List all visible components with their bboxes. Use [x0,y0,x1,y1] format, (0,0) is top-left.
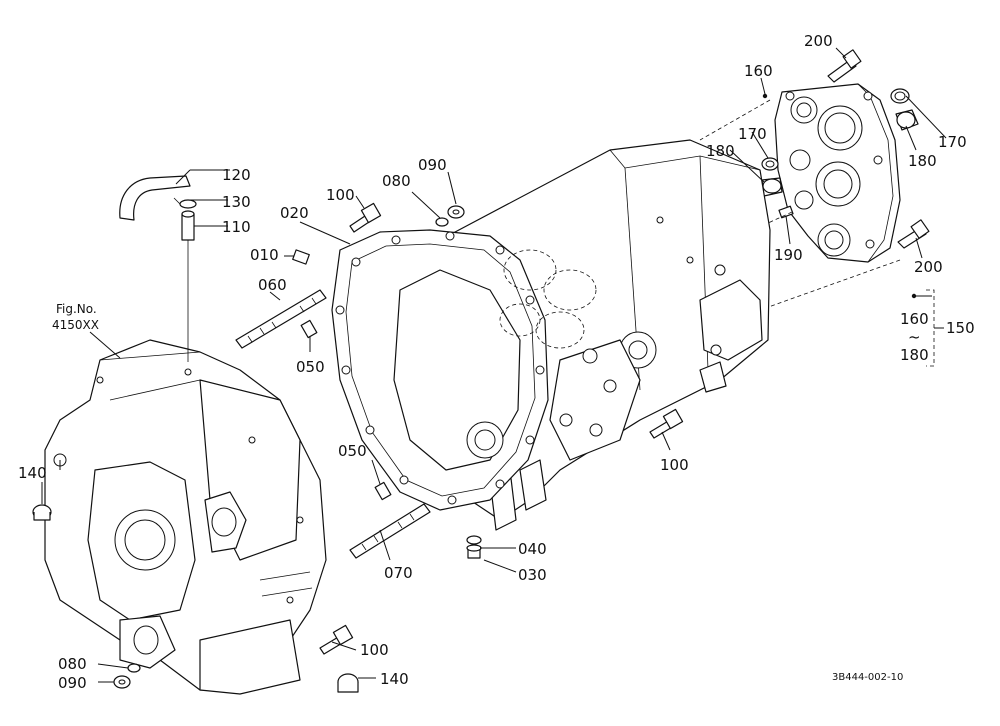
drawing-code: 3B444-002-10 [832,672,903,683]
bearing-170-right[interactable] [890,88,910,104]
label-110: 110 [222,218,251,236]
bolt-200-top[interactable] [827,49,862,83]
breather-pipe-110[interactable] [181,210,195,241]
label-080-bottom: 080 [58,655,87,673]
label-200-top: 200 [804,32,833,50]
label-160-top: 160 [744,62,773,80]
plug-140-left[interactable] [32,504,52,521]
label-140-bottom: 140 [380,670,409,688]
callout-labels: 200 160 170 170 180 180 190 200 160 ~ 18… [18,32,975,692]
bolt-100-mid[interactable] [649,408,684,439]
label-range-tilde: ~ [908,328,921,346]
label-130: 130 [222,193,251,211]
label-050-top: 050 [296,358,325,376]
washer-040[interactable] [466,535,482,545]
label-070: 070 [384,564,413,582]
label-200-bottom: 200 [914,258,943,276]
label-060: 060 [258,276,287,294]
breather-hose-120[interactable] [119,175,191,221]
label-030: 030 [518,566,547,584]
label-120: 120 [222,166,251,184]
rear-cover-plate[interactable] [774,83,901,263]
stud-bolt-060[interactable] [235,289,327,349]
label-180-left: 180 [706,142,735,160]
label-090-top: 090 [418,156,447,174]
bearing-170-left[interactable] [761,157,779,171]
dowel-pin-050-bottom[interactable] [374,481,392,501]
label-fig-no: Fig.No. [56,302,97,316]
leader-lines [41,47,947,683]
label-190: 190 [774,246,803,264]
bolt-100-bottom[interactable] [319,624,354,655]
drain-plug-030[interactable] [466,544,482,559]
nut-090-top[interactable] [447,205,465,219]
label-100-top: 100 [326,186,355,204]
plug-140-bottom[interactable] [337,673,359,693]
dowel-pin-190[interactable] [778,205,794,219]
nut-090-bottom[interactable] [113,675,131,689]
label-090-bottom: 090 [58,674,87,692]
pin-160-range[interactable] [911,293,917,299]
stud-bolt-070[interactable] [349,503,431,559]
label-010: 010 [250,246,279,264]
label-140-left: 140 [18,464,47,482]
bearing-180-right[interactable] [895,109,919,131]
dashed-bore-outlines [499,249,597,349]
front-housing[interactable] [44,339,327,695]
washer-080-bottom[interactable] [127,663,141,673]
hose-clamp-130[interactable] [173,197,197,209]
label-170-right: 170 [938,133,967,151]
label-fig-number: 4150XX [52,318,99,332]
bolt-100-top[interactable] [349,202,382,233]
label-100-mid: 100 [660,456,689,474]
label-range-start: 160 [900,310,929,328]
bearing-180-left[interactable] [761,177,783,197]
plug-010[interactable] [292,249,310,265]
clutch-housing[interactable] [331,229,549,511]
label-020: 020 [280,204,309,222]
label-050-bottom: 050 [338,442,367,460]
pin-160-top[interactable] [762,93,768,99]
label-180-right: 180 [908,152,937,170]
bolt-200-bottom[interactable] [897,219,930,249]
label-080-top: 080 [382,172,411,190]
dowel-pin-050-top[interactable] [300,319,318,339]
label-100-bottom: 100 [360,641,389,659]
label-150: 150 [946,319,975,337]
label-040: 040 [518,540,547,558]
label-170-left: 170 [738,125,767,143]
washer-080-top[interactable] [435,217,449,227]
label-range-end: 180 [900,346,929,364]
